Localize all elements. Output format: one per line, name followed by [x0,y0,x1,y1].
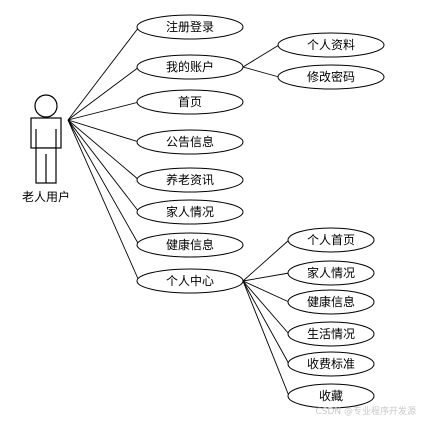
use-case-favorites-shape [287,383,375,409]
link-center-favorites [242,280,290,397]
use-case-family-status-label: 家人情况 [166,204,214,219]
use-case-personal-center: 个人中心 [136,268,244,294]
use-case-center-family-status-label: 家人情况 [307,265,355,280]
use-case-home-label: 首页 [178,95,202,109]
use-case-personal-home-label: 个人首页 [307,233,355,247]
use-case-my-account-shape [136,54,244,80]
link-actor-family-status [67,119,140,213]
link-center-fee-standard [242,280,290,365]
use-case-favorites-label: 收藏 [319,389,343,403]
use-case-health-info: 健康信息 [136,232,244,258]
link-center-personal-home [242,239,290,282]
use-case-register-login: 注册登录 [136,14,244,40]
use-case-register-login-shape [136,14,244,40]
link-actor-home [67,101,140,121]
use-case-favorites: 收藏 [287,383,375,409]
use-case-health-info-shape [136,232,244,258]
actor-figure-icon [30,94,62,184]
use-case-home-shape [136,89,244,115]
link-account-change-password [242,66,280,78]
link-actor-personal-center [67,119,140,282]
use-case-profile: 个人资料 [277,32,385,58]
use-case-personal-home-shape [287,227,375,253]
use-case-my-account: 我的账户 [136,54,244,80]
use-case-change-password: 修改密码 [277,64,385,90]
use-case-fee-standard-label: 收费标准 [307,357,355,371]
use-case-health-info-label: 健康信息 [166,237,214,252]
watermark-text: CSDN @专业程序开发源 [315,405,416,417]
use-case-personal-center-shape [136,268,244,294]
link-actor-elderly-news [67,119,140,181]
actor: 老人用户 [22,94,70,204]
association-lines [67,26,290,397]
link-center-life-status [242,280,290,335]
actor-label: 老人用户 [22,189,70,204]
use-case-family-status: 家人情况 [136,199,244,225]
link-center-center-health-info [242,280,290,303]
use-case-announcement: 公告信息 [136,129,244,155]
use-case-center-health-info-shape [287,289,375,315]
use-case-home: 首页 [136,89,244,115]
use-case-change-password-label: 修改密码 [307,69,355,84]
use-case-my-account-label: 我的账户 [166,59,214,74]
use-case-family-status-shape [136,199,244,225]
link-center-center-family-status [242,272,290,282]
use-case-center-family-status-shape [287,260,375,286]
use-case-elderly-news-label: 养老资讯 [166,172,214,187]
use-case-fee-standard-shape [287,351,375,377]
use-case-center-health-info-label: 健康信息 [307,294,355,309]
use-case-center-family-status: 家人情况 [287,260,375,286]
use-case-life-status-label: 生活情况 [307,327,355,341]
use-case-announcement-shape [136,129,244,155]
link-account-profile [242,44,280,68]
use-case-elderly-news-shape [136,167,244,193]
link-actor-announcement [67,119,140,143]
use-case-announcement-label: 公告信息 [166,134,214,149]
link-actor-my-account [67,66,140,121]
link-actor-register-login [67,26,140,121]
link-actor-health-info [67,119,140,246]
use-case-change-password-shape [277,64,385,90]
use-case-center-health-info: 健康信息 [287,289,375,315]
use-case-register-login-label: 注册登录 [166,19,214,34]
use-case-personal-center-label: 个人中心 [166,273,214,288]
use-case-life-status-shape [287,321,375,347]
use-case-life-status: 生活情况 [287,321,375,347]
use-case-personal-home: 个人首页 [287,227,375,253]
use-case-profile-label: 个人资料 [307,38,355,52]
use-case-elderly-news: 养老资讯 [136,167,244,193]
use-case-fee-standard: 收费标准 [287,351,375,377]
use-case-profile-shape [277,32,385,58]
